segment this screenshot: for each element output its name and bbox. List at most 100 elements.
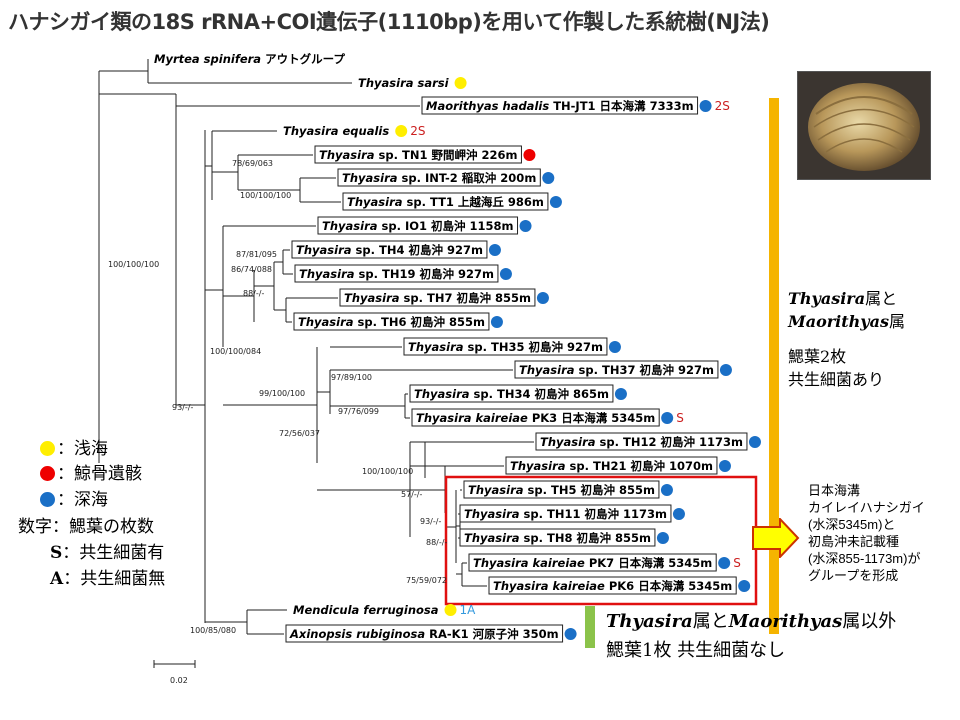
side-note: 日本海溝カイレイハナシガイ(水深5345m)と初島沖未記載種(水深855-117…: [808, 482, 925, 584]
svg-text:Thyasira sp. TN1 野間岬沖 226m: Thyasira sp. TN1 野間岬沖 226m: [319, 148, 517, 162]
support-value: 97/76/099: [338, 407, 379, 416]
taxon-label: Thyasira sp. TH34 初島沖 865m: [409, 384, 627, 403]
legend-item: ：深海: [40, 485, 108, 510]
habitat-dot: [699, 100, 712, 112]
taxon-suffix: 2S: [715, 99, 730, 113]
taxon-label: Thyasira sp. TH21 初島沖 1070m: [505, 456, 731, 475]
taxon-label: Thyasira sp. TN1 野間岬沖 226m: [314, 145, 536, 164]
support-values: 78/69/063 100/100/100 87/81/095 86/74/088 88…: [108, 159, 447, 635]
habitat-dot: [718, 557, 731, 569]
support-value: 99/100/100: [259, 389, 305, 398]
legend-item: 数字：鰓葉の枚数: [18, 517, 154, 537]
legend-item: ：鯨骨遺骸: [40, 459, 142, 484]
support-value: 100/85/080: [190, 626, 236, 635]
taxon-suffix: S: [676, 411, 684, 425]
taxon-label: Thyasira sp. TH35 初島沖 927m: [403, 337, 621, 356]
support-value: 75/59/072: [406, 576, 447, 585]
habitat-dot: [661, 412, 674, 424]
svg-text:Thyasira sp. TH5 初島沖 855m: Thyasira sp. TH5 初島沖 855m: [468, 483, 655, 497]
support-value: 57/-/-: [401, 490, 422, 499]
support-value: 78/69/063: [232, 159, 273, 168]
shell-photo: [797, 71, 931, 180]
shallow-dot-icon: [40, 441, 55, 456]
support-value: 93/-/-: [172, 403, 193, 412]
svg-text:Thyasira sp. TH37 初島沖 927m: Thyasira sp. TH37 初島沖 927m: [519, 363, 714, 377]
tree-branches: [98, 59, 534, 635]
habitat-dot: [523, 149, 536, 161]
taxon-label: Thyasira kaireiae PK7 日本海溝 5345m S: [468, 553, 741, 572]
scale-bar: 0.02: [153, 660, 196, 685]
side-note-line: カイレイハナシガイ: [808, 500, 925, 515]
habitat-dot: [488, 244, 501, 256]
taxon-label: Thyasira sp. TH7 初島沖 855m: [339, 288, 549, 307]
svg-text:Thyasira sp. IO1 初島沖 1158m: Thyasira sp. IO1 初島沖 1158m: [322, 219, 514, 233]
svg-text:Thyasira sp. TH4 初島沖 927m: Thyasira sp. TH4 初島沖 927m: [296, 243, 483, 257]
habitat-dot: [444, 604, 457, 616]
svg-text:Mendicula ferruginosa: Mendicula ferruginosa: [293, 603, 439, 617]
habitat-dot: [748, 436, 761, 448]
support-value: 93/-/-: [420, 517, 441, 526]
taxon-label: Myrtea spinifera アウトグループ: [154, 52, 345, 66]
taxon-label: Axinopsis rubiginosa RA-K1 河原子沖 350m: [285, 624, 577, 643]
support-value: 100/100/100: [240, 191, 291, 200]
taxon-suffix: 2S: [410, 124, 425, 138]
svg-text:Thyasira kaireiae PK7 日本海溝 534: Thyasira kaireiae PK7 日本海溝 5345m: [473, 556, 712, 570]
legend-item: S：共生細菌有: [50, 543, 165, 563]
svg-text:Thyasira sp. TH34 初島沖 865m: Thyasira sp. TH34 初島沖 865m: [414, 387, 609, 401]
thyasira-group-bar: [769, 98, 779, 634]
whalebone-dot-icon: [40, 466, 55, 481]
side-note-line: 日本海溝: [808, 483, 861, 498]
svg-text:Thyasira kaireiae PK3 日本海溝 534: Thyasira kaireiae PK3 日本海溝 5345m: [416, 411, 655, 425]
habitat-dot: [719, 364, 732, 376]
habitat-dot: [718, 460, 731, 472]
support-value: 86/74/088: [231, 265, 272, 274]
support-value: 100/100/100: [108, 260, 159, 269]
svg-text:Thyasira sp. INT-2 稲取沖 200m: Thyasira sp. INT-2 稲取沖 200m: [342, 171, 536, 185]
taxon-label: Thyasira sp. IO1 初島沖 1158m: [317, 216, 532, 235]
deep-dot-icon: [40, 492, 55, 507]
svg-text:Thyasira sp. TT1 上越海丘 986m: Thyasira sp. TT1 上越海丘 986m: [347, 195, 544, 209]
side-note-line: (水深5345m)と: [808, 517, 896, 532]
habitat-dot: [536, 292, 549, 304]
habitat-dot: [519, 220, 532, 232]
support-value: 100/100/084: [210, 347, 261, 356]
taxon-label: Thyasira sp. TH37 初島沖 927m: [514, 360, 732, 379]
group-bars: [585, 98, 779, 648]
support-value: 87/81/095: [236, 250, 277, 259]
side-note-line: (水深855-1173m)が: [808, 551, 921, 566]
support-value: 72/56/037: [279, 429, 320, 438]
taxon-label: Thyasira sp. TH11 初島沖 1173m: [459, 504, 685, 523]
svg-text:Axinopsis rubiginosa RA-K1 河原子: Axinopsis rubiginosa RA-K1 河原子沖 350m: [289, 627, 559, 641]
bottom-group-note: Thyasira属とMaorithyas属以外 鰓葉1枚 共生細菌なし: [606, 611, 897, 661]
support-value: 88/-/-: [426, 538, 447, 547]
legend-item: ：浅海: [40, 434, 108, 459]
scale-label: 0.02: [170, 676, 188, 685]
taxon-labels: Myrtea spinifera アウトグループ Thyasira sarsiMa…: [154, 52, 761, 643]
support-value: 100/100/100: [362, 467, 413, 476]
page-title: ハナシガイ類の18S rRNA+COI遺伝子(1110bp)を用いて作製した系統…: [8, 10, 770, 34]
habitat-dot: [614, 388, 627, 400]
svg-text:Thyasira equalis: Thyasira equalis: [283, 124, 389, 138]
support-value: 88/-/-: [243, 289, 264, 298]
svg-text:Thyasira sp. TH21 初島沖 1070m: Thyasira sp. TH21 初島沖 1070m: [510, 459, 713, 473]
taxon-suffix: S: [733, 556, 741, 570]
svg-text:Thyasira sp. TH19 初島沖 927m: Thyasira sp. TH19 初島沖 927m: [299, 267, 494, 281]
svg-text:Myrtea spinifera アウトグループ: Myrtea spinifera アウトグループ: [154, 52, 345, 66]
taxon-label: Thyasira sp. TH19 初島沖 927m: [294, 264, 512, 283]
taxon-label: Thyasira sp. TH4 初島沖 927m: [291, 240, 501, 259]
svg-text:Thyasira sp. TH35 初島沖 927m: Thyasira sp. TH35 初島沖 927m: [408, 340, 603, 354]
habitat-dot: [564, 628, 577, 640]
habitat-dot: [738, 580, 751, 592]
svg-text:Thyasira kaireiae PK6 日本海溝 534: Thyasira kaireiae PK6 日本海溝 5345m: [493, 579, 732, 593]
svg-text:Thyasira sarsi: Thyasira sarsi: [358, 76, 450, 90]
svg-text:Thyasira sp. TH8 初島沖 855m: Thyasira sp. TH8 初島沖 855m: [464, 531, 651, 545]
taxon-label: Thyasira sp. TH8 初島沖 855m: [459, 528, 669, 547]
habitat-dot: [499, 268, 512, 280]
taxon-label: Thyasira sp. INT-2 稲取沖 200m: [337, 168, 555, 187]
habitat-dot: [672, 508, 685, 520]
taxon-label: Thyasira kaireiae PK3 日本海溝 5345m S: [411, 408, 684, 427]
taxon-label: Thyasira kaireiae PK6 日本海溝 5345m: [488, 576, 751, 595]
side-note-line: グループを形成: [808, 568, 899, 583]
